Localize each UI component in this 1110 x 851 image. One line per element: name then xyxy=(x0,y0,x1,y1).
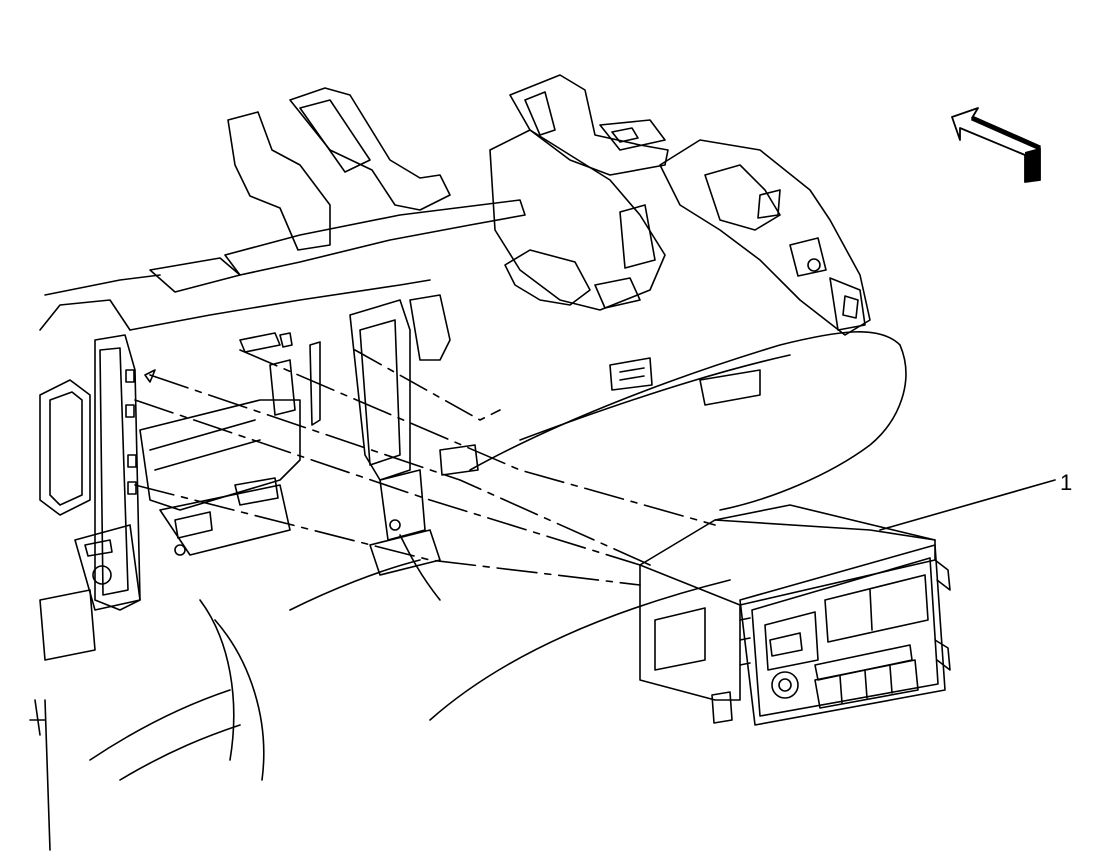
callout-label-1: 1 xyxy=(1060,470,1072,495)
dash-lower-shell xyxy=(44,331,907,851)
center-radio-cavity xyxy=(139,294,479,601)
installation-guide-lines xyxy=(134,349,716,586)
radio-module xyxy=(639,504,951,726)
callout-leader-1 xyxy=(879,479,1056,531)
left-mounting-bracket xyxy=(29,334,141,736)
dash-upper-frame xyxy=(39,74,871,336)
forward-arrow-icon xyxy=(951,107,1042,183)
